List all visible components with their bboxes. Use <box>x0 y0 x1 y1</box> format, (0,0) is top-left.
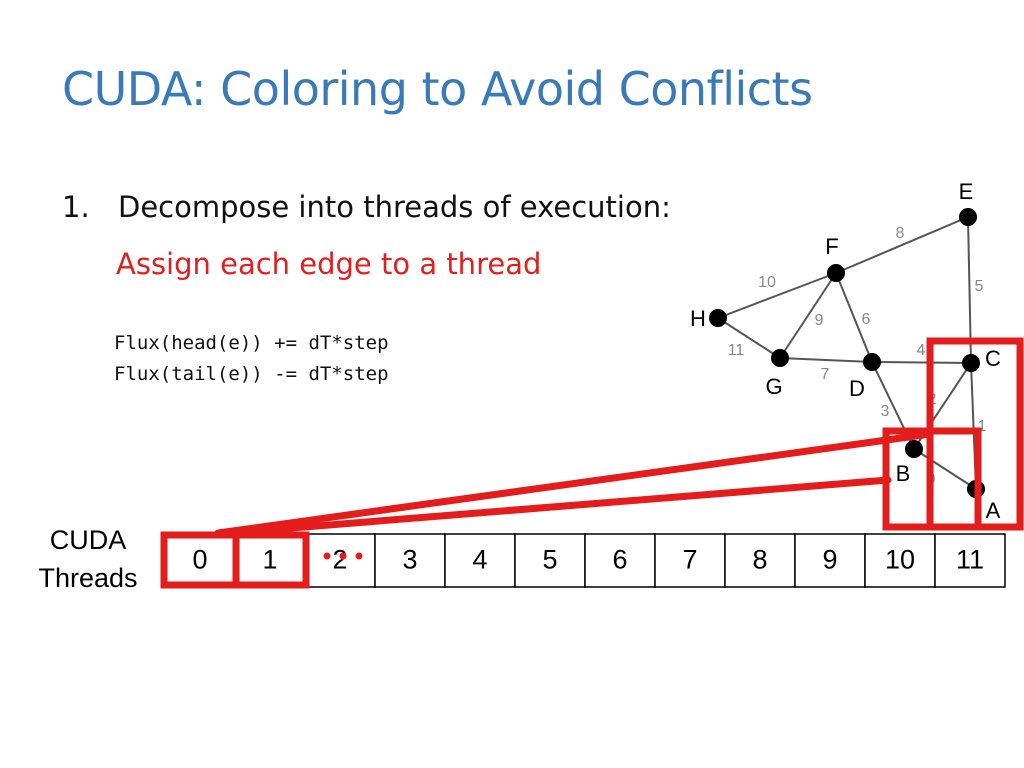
thread-id: 1 <box>262 545 277 575</box>
graph-node-g <box>771 349 789 367</box>
thread-cell <box>864 533 936 588</box>
thread-id: 5 <box>542 545 557 575</box>
bullet-text: Decompose into threads of execution: <box>118 190 671 224</box>
code-block: Flux(head(e)) += dT*step Flux(tail(e)) -… <box>114 328 389 390</box>
edge-label: 4 <box>917 342 926 359</box>
node-label: C <box>985 346 1001 371</box>
thread-id: 4 <box>472 545 487 575</box>
threads-label: CUDA <box>50 525 127 555</box>
thread-cell <box>584 533 656 588</box>
graph-edge-9 <box>779 272 837 359</box>
thread-cell <box>794 533 866 588</box>
thread-id: 2 <box>332 545 347 575</box>
sub-bullet-text: Assign each edge to a thread <box>116 247 542 281</box>
edge-label: 6 <box>862 311 871 328</box>
graph-node-e <box>959 208 977 226</box>
thread-cell <box>374 533 446 588</box>
graph-node-f <box>827 264 845 282</box>
thread-id: 7 <box>682 545 697 575</box>
graph-node-b <box>905 440 923 458</box>
ellipsis-dot <box>355 552 363 560</box>
node-label: E <box>959 179 974 204</box>
graph-edge-7 <box>779 357 873 363</box>
node-label: G <box>765 374 782 399</box>
connector-line <box>250 476 892 535</box>
graph-edge-0 <box>913 448 977 490</box>
graph-edge-11 <box>717 317 781 359</box>
thread-cell <box>724 533 796 588</box>
threads-label: Threads <box>38 563 137 593</box>
edge-label: 8 <box>896 225 905 242</box>
bullet-item-1: 1. Decompose into threads of execution: <box>62 190 671 224</box>
graph-edge-4 <box>871 361 972 364</box>
thread-id: 0 <box>192 545 207 575</box>
node-label: F <box>825 234 838 259</box>
edge-label: 5 <box>975 278 984 295</box>
graph-node-d <box>863 353 881 371</box>
ellipsis-dot <box>339 552 347 560</box>
thread-id: 9 <box>822 545 837 575</box>
slide-title: CUDA: Coloring to Avoid Conflicts <box>62 62 813 116</box>
thread-id: 6 <box>612 545 627 575</box>
thread-id: 3 <box>402 545 417 575</box>
graph-edge-10 <box>717 272 837 319</box>
bullet-number: 1. <box>62 190 90 224</box>
node-label: B <box>896 461 911 486</box>
node-label: H <box>690 306 706 331</box>
node-label: D <box>849 376 865 401</box>
edge-label: 11 <box>728 342 745 359</box>
ellipsis-dot <box>323 552 331 560</box>
edge-label: 7 <box>821 366 830 383</box>
thread-id: 10 <box>885 545 915 575</box>
highlight-thread-1 <box>232 531 310 589</box>
node-label: A <box>986 498 1001 523</box>
code-line: Flux(tail(e)) -= dT*step <box>114 363 389 385</box>
thread-id: 8 <box>752 545 767 575</box>
thread-cell <box>934 533 1006 588</box>
code-line: Flux(head(e)) += dT*step <box>114 332 389 354</box>
edge-label: 9 <box>815 312 824 329</box>
connector-line <box>214 430 934 537</box>
graph-node-h <box>709 309 727 327</box>
thread-id: 11 <box>956 545 984 575</box>
edge-label: 10 <box>758 274 776 291</box>
graph-edge-8 <box>835 216 969 274</box>
thread-cell <box>654 533 726 588</box>
graph-node-c <box>962 354 980 372</box>
thread-cell <box>514 533 586 588</box>
edge-label: 1 <box>978 418 987 435</box>
edge-label: 3 <box>881 403 890 420</box>
graph-edge-6 <box>835 272 873 363</box>
